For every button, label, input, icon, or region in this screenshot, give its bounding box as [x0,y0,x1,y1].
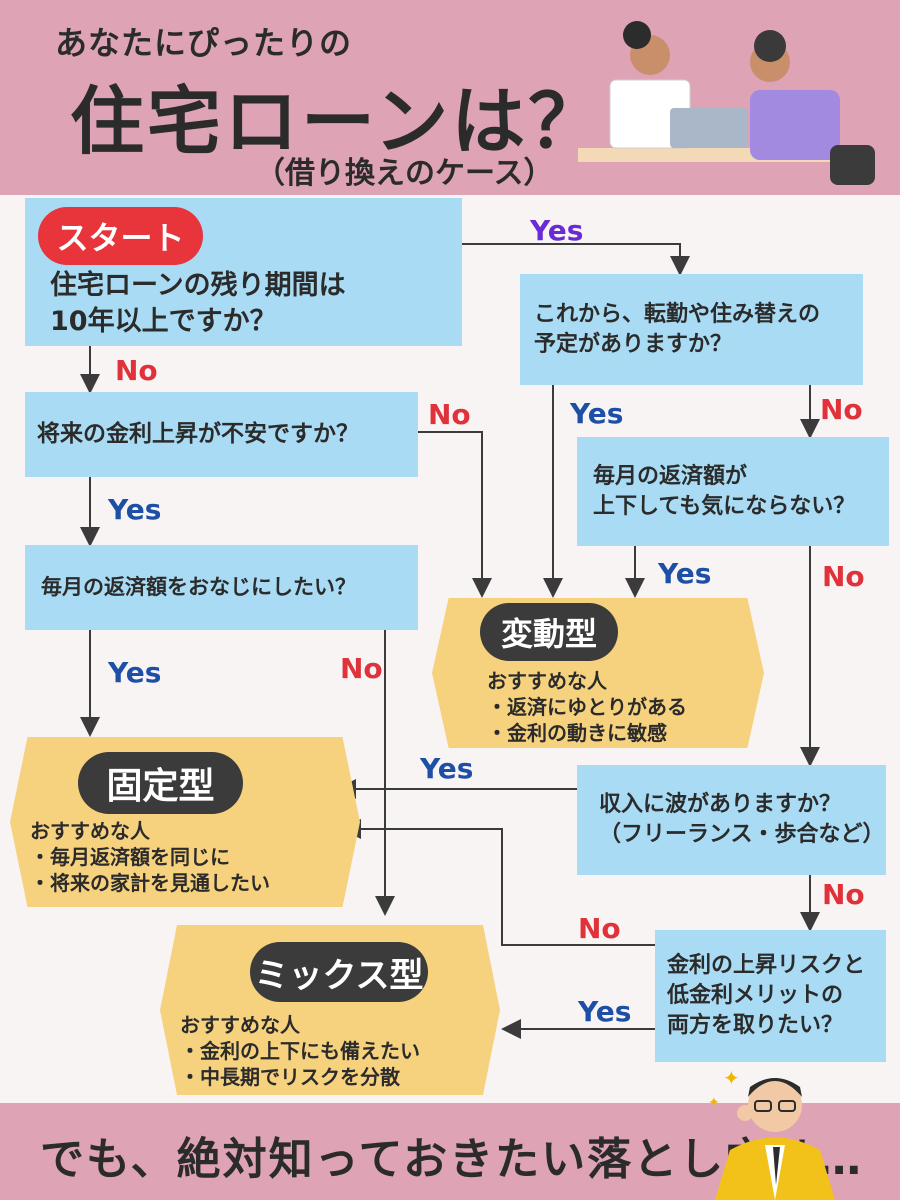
question-transfer-line2: 予定がありますか？ [534,331,733,357]
sparkle-icon: ✦ [723,1066,740,1090]
start-line1: 住宅ローンの残り期間は [50,270,346,301]
question-income-line1: 収入に波がありますか？ [599,792,842,818]
result-fixed-name: 固定型 [78,752,243,814]
result-variable-item2: ・金利の動きに敏感 [487,721,667,745]
glasses-icon [754,1100,772,1112]
sparkle-small-icon: ✦ [708,1095,720,1111]
header-band [0,0,900,195]
arrow-start-yes [462,243,690,276]
result-variable-text: おすすめな人 ・返済にゆとりがある ・金利の動きに敏感 [487,668,687,746]
question-transfer-line1: これから、転勤や住み替えの [534,301,821,327]
man-shirt [765,1145,785,1200]
question-rate-worry: 将来の金利上昇が不安ですか？ [25,392,418,477]
arrow-rateworry-no [418,431,492,598]
chair [830,145,875,185]
header-subtitle: あなたにぴったりの [55,24,353,62]
label-samepayment-no: No [340,652,383,685]
result-mixed-heading: おすすめな人 [180,1013,300,1037]
woman-hair [623,21,651,49]
result-fixed-text: おすすめな人 ・毎月返済額を同じに ・将来の家計を見通したい [30,818,270,896]
question-both-line2: 低金利メリットの [667,983,844,1009]
label-both-yes: Yes [578,995,632,1028]
label-rateworry-no: No [428,398,471,431]
man-hair [754,30,786,62]
header-case: （借り換えのケース） [255,156,554,191]
result-fixed-item2: ・将来の家計を見通したい [30,871,270,895]
man-hair [748,1078,802,1097]
label-income-yes: Yes [420,752,474,785]
man-hand [737,1105,753,1121]
result-mixed-item1: ・金利の上下にも備えたい [180,1039,420,1063]
question-transfer: これから、転勤や住み替えの 予定がありますか？ [520,274,863,385]
thinking-man-illustration: ✦ ✦ [708,1066,835,1200]
start-badge: スタート [38,207,203,265]
result-variable-item1: ・返済にゆとりがある [487,695,687,719]
question-payment-change-line2: 上下しても気にならない？ [593,493,856,519]
result-mixed-text: おすすめな人 ・金利の上下にも備えたい ・中長期でリスクを分散 [180,1012,420,1090]
result-variable-name: 変動型 [480,603,618,661]
result-mixed-item2: ・中長期でリスクを分散 [180,1065,400,1089]
laptop-icon [670,108,748,148]
result-variable-heading: おすすめな人 [487,669,607,693]
question-both-line3: 両方を取りたい？ [667,1012,844,1038]
label-both-no: No [578,912,621,945]
start-question-box: 住宅ローンの残り期間は 10年以上ですか？ [25,198,462,346]
question-payment-change: 毎月の返済額が 上下しても気にならない？ [577,437,889,546]
label-rateworry-yes: Yes [108,493,162,526]
question-both-line1: 金利の上昇リスクと [667,953,866,979]
label-transfer-no: No [820,393,863,426]
label-start-no: No [115,354,158,387]
result-mixed-name: ミックス型 [250,942,428,1002]
label-transfer-yes: Yes [570,397,624,430]
arrow-both-no [341,819,655,946]
man-face [748,1078,802,1132]
question-income-line2: （フリーランス・歩合など） [599,822,885,847]
label-income-no: No [822,878,865,911]
start-line2: 10年以上ですか？ [50,306,277,338]
consultation-illustration [578,21,875,185]
question-same-payment: 毎月の返済額をおなじにしたい？ [25,545,418,630]
man-body [750,90,840,160]
result-fixed-item1: ・毎月返済額を同じに [30,845,230,869]
question-rate-worry-line1: 将来の金利上昇が不安ですか？ [37,420,359,447]
question-income: 収入に波がありますか？ （フリーランス・歩合など） [577,765,886,875]
question-same-payment-line1: 毎月の返済額をおなじにしたい？ [41,575,356,600]
man-tie [773,1147,780,1185]
result-fixed-heading: おすすめな人 [30,819,150,843]
label-paymentchange-no: No [822,560,865,593]
question-payment-change-line1: 毎月の返済額が [593,463,748,489]
label-samepayment-yes: Yes [108,656,162,689]
label-start-yes: Yes [530,214,584,247]
label-paymentchange-yes: Yes [658,557,712,590]
question-both: 金利の上昇リスクと 低金利メリットの 両方を取りたい？ [655,930,886,1062]
header-title: 住宅ローンは？ [70,79,606,165]
